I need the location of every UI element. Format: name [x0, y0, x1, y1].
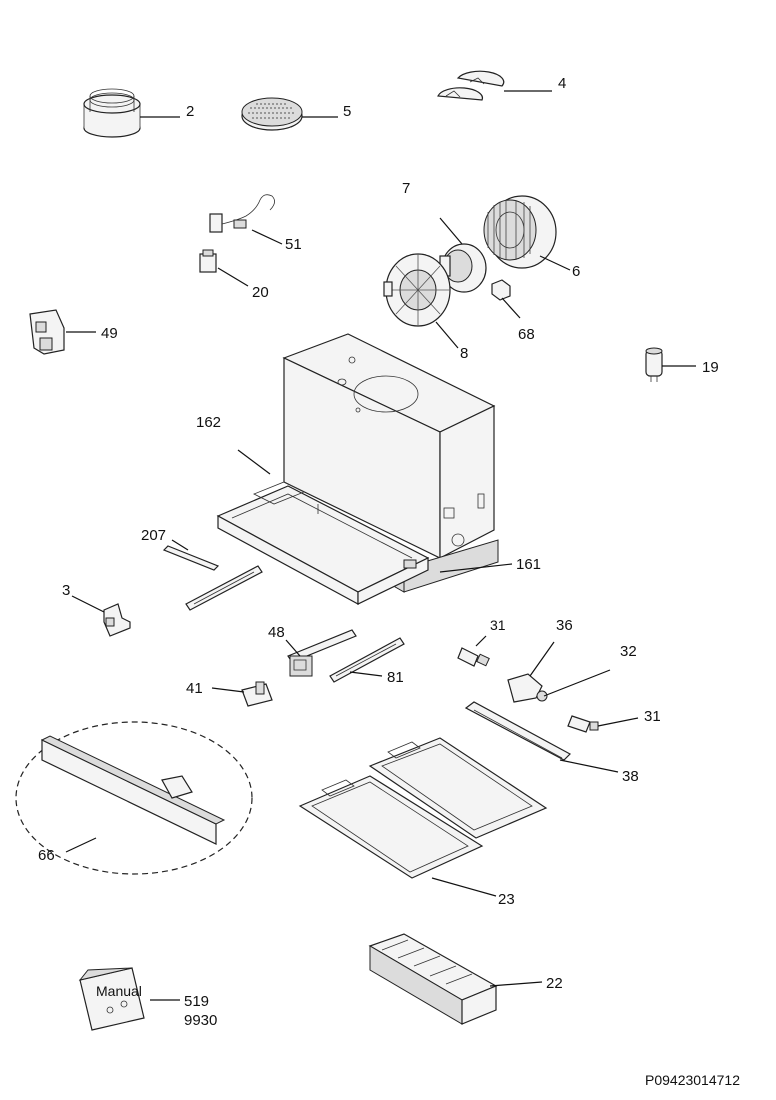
label-519: 519 [184, 993, 209, 1010]
drawing-code: P09423014712 [645, 1072, 740, 1088]
label-36: 36 [556, 617, 573, 634]
bag-label: Manual [96, 983, 142, 999]
part-slide-rail-left [185, 565, 263, 611]
part-2-duct-adapter [83, 88, 141, 138]
part-207-strip [162, 545, 220, 571]
part-6-blower-wheel [483, 195, 557, 269]
part-48-switch-assembly [287, 629, 357, 677]
part-31-lamp-left [457, 647, 490, 667]
label-5: 5 [343, 103, 351, 120]
part-20-switch [199, 249, 217, 273]
part-22-carbon-filter [368, 933, 498, 1025]
part-68-capacitor-clip [491, 279, 511, 301]
part-8-motor-mount [383, 253, 451, 327]
part-23-grease-filters [298, 737, 548, 879]
part-19-capacitor [645, 347, 663, 382]
part-519-accessory-bag: Manual [78, 967, 145, 1031]
part-81-slide-rail [329, 637, 405, 683]
part-41-clip [241, 681, 273, 707]
part-36-lamp-holder [507, 673, 548, 703]
label-9930: 9930 [184, 1012, 217, 1029]
part-7-motor [439, 243, 487, 293]
part-5-round-filter [241, 97, 303, 131]
label-68: 68 [518, 326, 535, 343]
label-49: 49 [101, 325, 118, 342]
label-31a: 31 [490, 617, 506, 633]
label-3: 3 [62, 582, 70, 599]
label-51: 51 [285, 236, 302, 253]
label-23: 23 [498, 891, 515, 908]
label-32: 32 [620, 643, 637, 660]
part-161-housing [282, 333, 499, 593]
part-66-front-panel [15, 721, 253, 875]
label-7: 7 [402, 180, 410, 197]
part-162-slide-tray [216, 481, 430, 606]
part-4-backdraft-flaps [437, 70, 505, 101]
label-162: 162 [196, 414, 221, 431]
label-22: 22 [546, 975, 563, 992]
label-66: 66 [38, 847, 55, 864]
label-6: 6 [572, 263, 580, 280]
label-207: 207 [141, 527, 166, 544]
label-41: 41 [186, 680, 203, 697]
label-8: 8 [460, 345, 468, 362]
label-19: 19 [702, 359, 719, 376]
part-31-lamp-right [567, 715, 599, 733]
part-51-power-cable [209, 194, 275, 233]
label-20: 20 [252, 284, 269, 301]
label-31b: 31 [644, 708, 661, 725]
part-3-bracket [103, 603, 131, 637]
label-4: 4 [558, 75, 566, 92]
label-161: 161 [516, 556, 541, 573]
label-48: 48 [268, 624, 285, 641]
label-38: 38 [622, 768, 639, 785]
part-38-lamp-cover [464, 701, 571, 761]
part-49-control-board [29, 309, 65, 355]
label-81: 81 [387, 669, 404, 686]
label-2: 2 [186, 103, 194, 120]
